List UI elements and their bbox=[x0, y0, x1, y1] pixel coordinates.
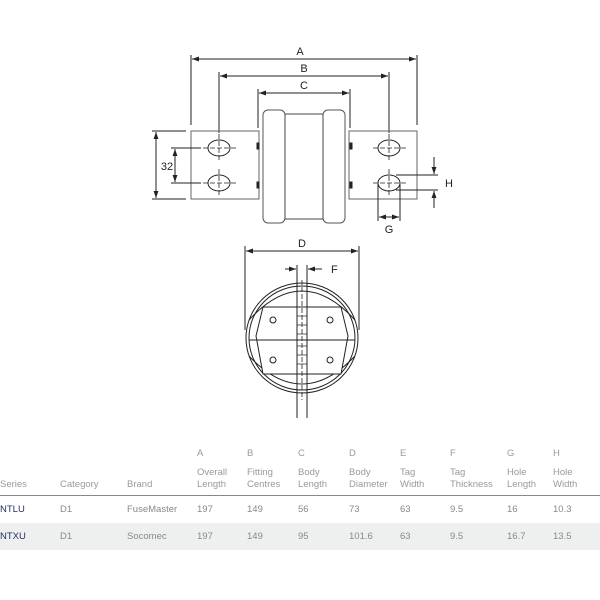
letter-cell: E bbox=[400, 448, 407, 459]
fitting-centres-cell: 149 bbox=[247, 523, 298, 550]
dim-label-d: D bbox=[298, 238, 306, 250]
header-series: Series bbox=[0, 459, 60, 496]
body-length-cell: 95 bbox=[298, 523, 349, 550]
dim-label-f: F bbox=[331, 264, 338, 276]
body-length-cell: 56 bbox=[298, 504, 309, 515]
tag-thickness-cell: 9.5 bbox=[450, 504, 464, 515]
end-view bbox=[244, 246, 360, 418]
body-diameter-cell: 73 bbox=[349, 504, 360, 515]
letter-cell: D bbox=[349, 448, 356, 459]
letter-cell: A bbox=[197, 448, 204, 459]
table-row: NTXU D1 Socomec 197 149 95 101.6 63 9.5 … bbox=[0, 523, 600, 550]
category-cell: D1 bbox=[60, 504, 73, 515]
category-cell: D1 bbox=[60, 523, 127, 550]
brand-cell: Socomec bbox=[127, 523, 197, 550]
side-view bbox=[152, 55, 438, 224]
fuse-technical-drawing: A B C 32 H G bbox=[152, 46, 453, 418]
series-cell: NTLU bbox=[0, 504, 25, 515]
brand-cell: FuseMaster bbox=[127, 504, 178, 515]
letter-cell bbox=[0, 442, 60, 459]
hole-width-cell: 13.5 bbox=[553, 523, 600, 550]
dim-label-g: G bbox=[385, 224, 394, 236]
hole-width-cell: 10.3 bbox=[553, 504, 572, 515]
letter-cell: B bbox=[247, 448, 254, 459]
dimension-letter-row: A B C D E F G H bbox=[0, 442, 600, 459]
letter-cell bbox=[60, 442, 127, 459]
header-category: Category bbox=[60, 459, 127, 496]
dim-label-a: A bbox=[296, 46, 304, 58]
dim-label-32: 32 bbox=[161, 161, 173, 173]
dim-label-c: C bbox=[300, 80, 308, 92]
letter-cell: H bbox=[553, 448, 560, 459]
fitting-centres-cell: 149 bbox=[247, 504, 263, 515]
overall-length-cell: 197 bbox=[197, 504, 213, 515]
letter-cell: C bbox=[298, 448, 305, 459]
letter-cell: F bbox=[450, 448, 456, 459]
dim-label-h: H bbox=[445, 178, 453, 190]
header-brand: Brand bbox=[127, 459, 197, 496]
tag-width-cell: 63 bbox=[400, 504, 411, 515]
tag-thickness-cell: 9.5 bbox=[450, 523, 507, 550]
letter-cell: G bbox=[507, 448, 515, 459]
fuse-spec-table: A B C D E F G H Series Category Brand Ov… bbox=[0, 442, 600, 550]
series-cell: NTXU bbox=[0, 523, 60, 550]
letter-cell bbox=[127, 442, 197, 459]
tag-width-cell: 63 bbox=[400, 523, 450, 550]
hole-length-cell: 16.7 bbox=[507, 523, 553, 550]
dim-label-b: B bbox=[300, 63, 307, 75]
overall-length-cell: 197 bbox=[197, 523, 247, 550]
body-diameter-cell: 101.6 bbox=[349, 523, 400, 550]
table-row: NTLU D1 FuseMaster 197 149 56 73 63 9.5 … bbox=[0, 496, 600, 524]
hole-length-cell: 16 bbox=[507, 504, 518, 515]
